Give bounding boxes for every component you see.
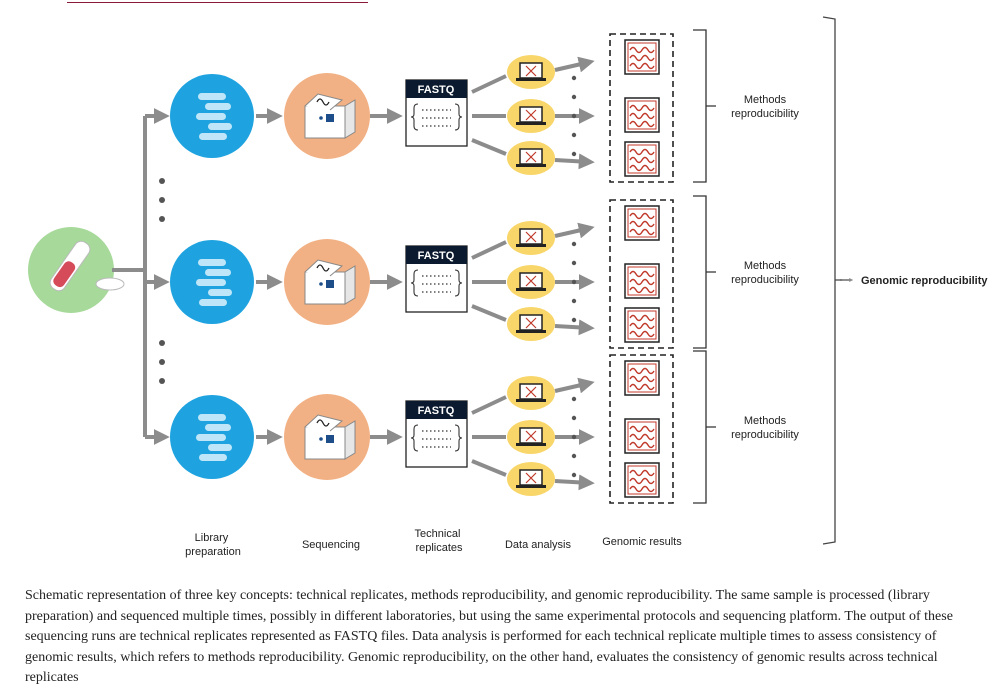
sample-icon bbox=[28, 227, 125, 313]
ellipsis-dot bbox=[571, 94, 577, 100]
data-analysis-icon bbox=[507, 55, 555, 89]
ellipsis-dot bbox=[571, 472, 577, 478]
ellipsis-dot bbox=[571, 151, 577, 157]
data-analysis-icon bbox=[507, 462, 555, 496]
ellipsis-dot bbox=[159, 340, 165, 346]
genomic-result-icon bbox=[624, 39, 660, 75]
stage-label-library: Library preparation bbox=[185, 532, 241, 558]
data-analysis-icon bbox=[507, 141, 555, 175]
arrow bbox=[554, 56, 595, 73]
methods-bracket bbox=[693, 29, 716, 183]
genomic-result-icon bbox=[624, 418, 660, 454]
arrow bbox=[471, 304, 507, 322]
genomic-results-box bbox=[609, 33, 674, 183]
fastq-label: FASTQ bbox=[418, 84, 455, 96]
arrow bbox=[471, 459, 507, 477]
genomic-bracket bbox=[822, 16, 842, 545]
ellipsis-dot bbox=[159, 359, 165, 365]
genomic-results-box bbox=[609, 199, 674, 349]
ellipsis-dot bbox=[159, 216, 165, 222]
stage-label-sequencing: Sequencing bbox=[302, 539, 360, 551]
arrow bbox=[471, 240, 507, 260]
sequencer-icon bbox=[284, 73, 370, 159]
ellipsis-dot bbox=[571, 317, 577, 323]
arrow bbox=[471, 74, 507, 94]
ellipsis-dot bbox=[571, 434, 577, 440]
data-analysis-icon bbox=[507, 420, 555, 454]
genomic-reproducibility: Genomic reproducibility bbox=[822, 16, 988, 545]
top-link-underline[interactable] bbox=[67, 0, 368, 3]
data-analysis-icon bbox=[507, 307, 555, 341]
fastq-label: FASTQ bbox=[418, 405, 455, 417]
fastq-file-icon: FASTQ bbox=[405, 245, 468, 313]
genomic-result-icon bbox=[624, 263, 660, 299]
arrow bbox=[554, 319, 595, 336]
fastq-file-icon: FASTQ bbox=[405, 400, 468, 468]
methods-bracket bbox=[693, 350, 716, 504]
sequencer-icon bbox=[284, 239, 370, 325]
fastq-label: FASTQ bbox=[418, 250, 455, 262]
genomic-result-icon bbox=[624, 307, 660, 343]
arrow bbox=[471, 138, 507, 156]
library-prep-icon bbox=[170, 395, 254, 479]
arrow bbox=[554, 474, 595, 491]
genomic-result-icon bbox=[624, 205, 660, 241]
data-analysis-icon bbox=[507, 221, 555, 255]
ellipsis-dot bbox=[159, 378, 165, 384]
ellipsis-dot bbox=[571, 279, 577, 285]
stage-label-results: Genomic results bbox=[602, 536, 682, 548]
arrow bbox=[554, 153, 595, 170]
ellipsis-dot bbox=[571, 113, 577, 119]
methods-bracket bbox=[693, 195, 716, 349]
ellipsis-dot bbox=[571, 132, 577, 138]
genomic-result-icon bbox=[624, 360, 660, 396]
library-prep-icon bbox=[170, 74, 254, 158]
ellipsis-dot bbox=[571, 396, 577, 402]
arrow bbox=[554, 377, 595, 394]
stage-label-technical: Technical replicates bbox=[415, 528, 464, 554]
library-prep-icon bbox=[170, 240, 254, 324]
ellipsis-dot bbox=[571, 260, 577, 266]
stage-labels: Library preparation Sequencing Technical… bbox=[185, 528, 682, 558]
arrow bbox=[471, 395, 507, 415]
genomic-result-icon bbox=[624, 141, 660, 177]
ellipsis-dot bbox=[159, 197, 165, 203]
ellipsis-dot bbox=[571, 75, 577, 81]
stage-label-analysis: Data analysis bbox=[505, 539, 572, 551]
genomic-results-box bbox=[609, 354, 674, 504]
genomic-result-icon bbox=[624, 462, 660, 498]
figure-caption: Schematic representation of three key co… bbox=[25, 588, 953, 685]
data-analysis-icon bbox=[507, 376, 555, 410]
sequencer-icon bbox=[284, 394, 370, 480]
data-analysis-icon bbox=[507, 99, 555, 133]
data-analysis-icon bbox=[507, 265, 555, 299]
fastq-file-icon: FASTQ bbox=[405, 79, 468, 147]
ellipsis-dot bbox=[571, 453, 577, 459]
genomic-result-icon bbox=[624, 97, 660, 133]
ellipsis-dot bbox=[571, 415, 577, 421]
ellipsis-dot bbox=[571, 241, 577, 247]
ellipsis-dot bbox=[159, 178, 165, 184]
ellipsis-dot bbox=[571, 298, 577, 304]
genomic-reproducibility-label: Genomic reproducibility bbox=[861, 275, 988, 287]
arrow bbox=[554, 222, 595, 239]
